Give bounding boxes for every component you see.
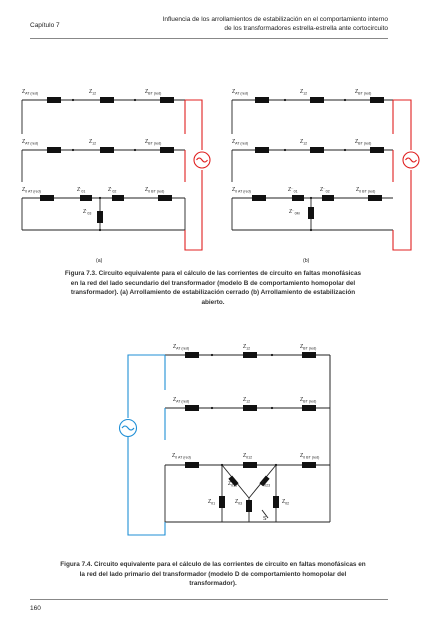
svg-text:Z´03: Z´03 [83,209,91,216]
svg-text:Z012: Z012 [243,453,252,460]
svg-text:Z´´02: Z´´02 [320,187,330,194]
svg-text:ZBT (red): ZBT (red) [355,89,371,96]
svg-text:Z12: Z12 [89,89,96,96]
footer-rule [30,599,388,600]
svg-text:Z013: Z013 [228,481,237,488]
figure-7-4-caption: Figura 7.4. Circuito equivalente para el… [60,561,366,587]
svg-text:Z0 AT (red): Z0 AT (red) [22,187,41,194]
svg-text:Z12: Z12 [89,139,96,146]
running-title-line-1: Influencia de los arrollamientos de esta… [162,16,388,23]
svg-text:Z12: Z12 [300,139,307,146]
header-rule [30,38,388,39]
svg-text:ZBT (red): ZBT (red) [145,139,161,146]
figure-7-3-b: ZAT (red) Z12 ZBT (red) ZAT (red) Z12 ZB… [231,89,420,264]
svg-text:Z0 AT (red): Z0 AT (red) [172,453,191,460]
svg-text:Z12: Z12 [243,344,250,351]
running-title: Influencia de los arrollamientos de esta… [158,15,388,33]
figure-7-3-caption: Figura 7.3. Circuito equivalente para el… [64,270,362,306]
figure-7-4: ZAT (red) Z12 ZBT (red) ZAT (red) Z12 ZB… [118,344,331,536]
svg-text:ZAT (red): ZAT (red) [22,139,38,146]
svg-text:ZAT (red): ZAT (red) [232,89,248,96]
svg-text:ZBT (red): ZBT (red) [145,89,161,96]
svg-text:Z02: Z02 [282,499,289,506]
running-title-line-2: de los transformadores estrella-estrella… [224,25,388,32]
figure-7-3-a: ZAT (red) Z12 ZBT (red) ZAT (red) Z12 ZB… [21,89,211,264]
svg-text:ZBT (red): ZBT (red) [300,397,316,404]
svg-text:ZBT (red): ZBT (red) [355,139,371,146]
chapter-label: Capítulo 7 [30,22,60,29]
svg-text:Z12: Z12 [300,89,307,96]
svg-text:Z0 AT (red): Z0 AT (red) [232,187,251,194]
svg-text:Z´´01: Z´´01 [288,187,298,194]
page-number: 160 [30,605,41,612]
svg-text:ZAT (red): ZAT (red) [232,139,248,146]
svg-text:ZAT (red): ZAT (red) [173,344,189,351]
svg-text:Z023: Z023 [261,481,270,488]
svg-text:Z0 BT (red): Z0 BT (red) [300,453,319,460]
fig73-label-a: (a) [96,258,103,264]
svg-text:Z0 BT (red): Z0 BT (red) [145,187,164,194]
svg-text:Z01: Z01 [208,499,215,506]
svg-text:Z12: Z12 [243,397,250,404]
svg-text:Z0 BT (red): Z0 BT (red) [356,187,375,194]
svg-text:Z´´0M: Z´´0M [289,209,300,216]
svg-text:ZAT (red): ZAT (red) [173,397,189,404]
svg-text:ZAT (red): ZAT (red) [22,89,38,96]
svg-text:Z´01: Z´01 [77,187,85,194]
svg-text:ZBT (red): ZBT (red) [300,344,316,351]
fig73-label-b: (b) [303,258,310,264]
svg-text:S: S [263,516,267,522]
svg-text:Z03: Z03 [235,499,242,506]
svg-text:Z´02: Z´02 [108,187,116,194]
